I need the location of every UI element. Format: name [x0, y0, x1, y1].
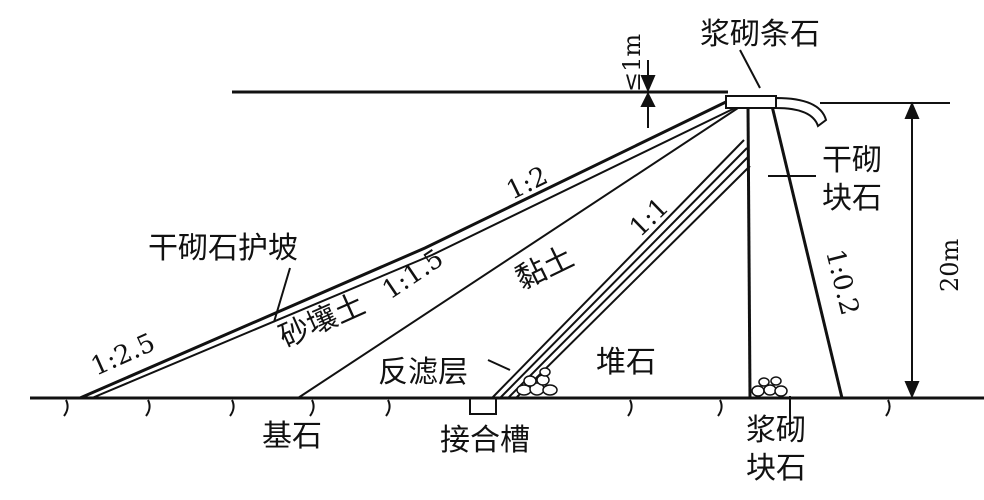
upstream-revetment: [79, 98, 736, 400]
label-dry-stone-revetment: 干砌石护坡: [148, 231, 298, 266]
dimension-label-freeboard: ≤1m: [618, 34, 646, 92]
label-mortar-strip-stone: 浆砌条石: [700, 17, 820, 52]
rock-pile-core: [516, 367, 558, 396]
cutoff-trench-shape: [469, 398, 497, 415]
slope-label-downstream: 1:0.2: [819, 246, 864, 318]
label-cutoff-trench: 接合槽: [440, 423, 530, 458]
slope-label-clay-core: 1:1: [624, 192, 675, 243]
crest-mortar-strip-stone: [725, 95, 777, 109]
crest-parapet: [775, 96, 828, 128]
leader-lines: [273, 49, 816, 418]
downstream-wall-outer: [770, 105, 844, 399]
ground-hatching: [63, 399, 891, 417]
label-dry-block-stone-1: 干砌: [822, 143, 882, 178]
label-sandy-loam: 砂壤土: [274, 287, 370, 356]
filter-layer-lines: [491, 139, 751, 399]
label-clay: 黏土: [510, 239, 579, 297]
label-rockfill: 堆石: [596, 345, 656, 380]
sand-clay-boundary: [297, 107, 739, 399]
label-mortar-block-stone-1: 浆砌: [746, 413, 806, 448]
label-filter-layer: 反滤层: [378, 355, 468, 390]
downstream-wall-inner: [746, 105, 752, 399]
label-mortar-block-stone-2: 块石: [746, 451, 806, 486]
freeboard-dimension: [640, 60, 656, 128]
label-foundation-rock: 基石: [262, 419, 322, 454]
height-dimension: [904, 101, 920, 399]
label-dry-block-stone-2: 块石: [822, 181, 882, 216]
rock-pile-toe: [751, 376, 788, 397]
dimension-label-height: 20m: [936, 238, 964, 292]
